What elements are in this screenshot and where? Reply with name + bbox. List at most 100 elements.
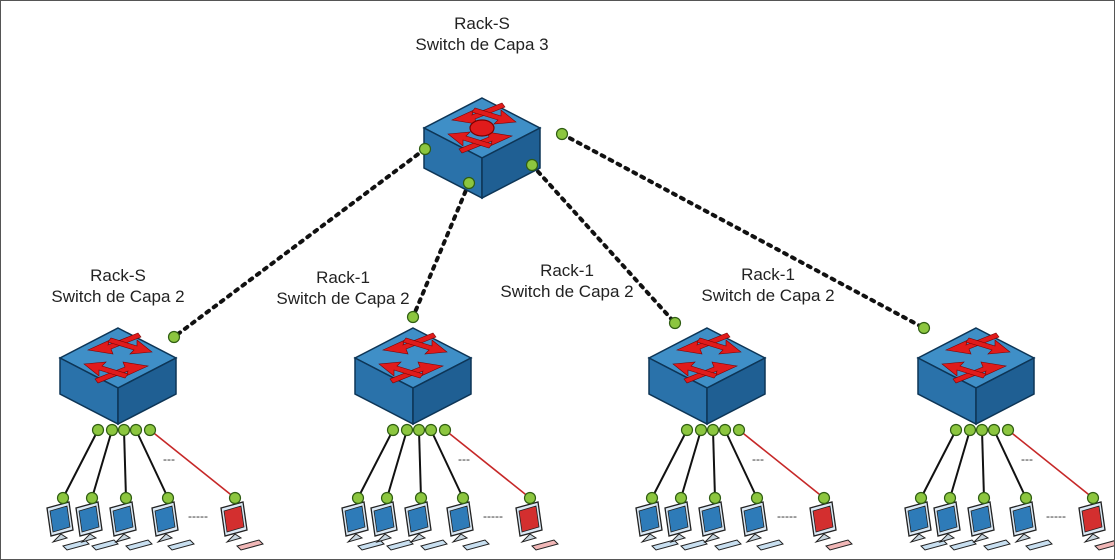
pc-icon: [904, 501, 948, 551]
access-port-dot: [117, 423, 131, 437]
keyboard-icon: [920, 539, 948, 551]
pc-icon: [740, 501, 784, 551]
switch-right-face: [481, 126, 541, 200]
pc-icon: [151, 501, 195, 551]
access-port-dot: [732, 423, 746, 437]
host-port-dot: [119, 491, 133, 505]
access-switch-subtitle: Switch de Capa 2: [500, 282, 634, 301]
access-port-dot: [1001, 423, 1015, 437]
access-port-dot: [694, 423, 708, 437]
switch-right-face: [412, 356, 472, 426]
keyboard-icon: [420, 539, 448, 551]
host-cable: [386, 429, 408, 499]
host-cable: [993, 429, 1027, 499]
ellipsis-mark: -----: [483, 509, 503, 523]
access-port-dot: [386, 423, 400, 437]
access-switch-title: Rack-S: [90, 266, 146, 285]
host-cable: [62, 429, 99, 499]
host-port-dot: [750, 491, 764, 505]
keyboard-icon: [462, 539, 490, 551]
host-cable: [712, 429, 716, 499]
host-port-dot: [708, 491, 722, 505]
ellipsis-mark: ---: [1021, 452, 1033, 466]
access-port-dot: [129, 423, 143, 437]
access-port-dot: [143, 423, 157, 437]
access-port-dot: [718, 423, 732, 437]
keyboard-icon: [62, 539, 90, 551]
access-port-dot: [949, 423, 963, 437]
core-port-dot: [462, 176, 476, 190]
host-layer: [46, 501, 1114, 551]
access-port-dot: [412, 423, 426, 437]
host-port-dot: [161, 491, 175, 505]
host-port-dot: [523, 491, 537, 505]
access-port-dot: [987, 423, 1001, 437]
access-switch-title: Rack-1: [540, 261, 594, 280]
access-layer2-switch: [647, 327, 767, 426]
ellipsis-mark: ---: [752, 452, 764, 466]
pc-icon: [46, 501, 90, 551]
pc-icon: [341, 501, 385, 551]
core-switch-label: Rack-S Switch de Capa 3: [415, 13, 548, 55]
host-cable: [724, 429, 758, 499]
access-port-dot: [91, 423, 105, 437]
pc-icon: [664, 501, 708, 551]
switch-right-face: [117, 356, 177, 426]
host-port-dot: [645, 491, 659, 505]
host-cable: [91, 429, 113, 499]
host-port-dot: [1019, 491, 1033, 505]
access-switch-subtitle: Switch de Capa 2: [701, 286, 835, 305]
pc-icon: [370, 501, 414, 551]
pc-icon: [635, 501, 679, 551]
switch-arrows-icon: [672, 332, 742, 384]
switch-arrows-icon: [378, 332, 448, 384]
pc-icon: [967, 501, 1011, 551]
uplink-dotted-link: [411, 181, 471, 319]
access-switch-title: Rack-1: [741, 265, 795, 284]
access-switch-subtitle: Switch de Capa 2: [51, 287, 185, 306]
host-cable: [1007, 429, 1094, 499]
host-cable: [949, 429, 971, 499]
uplink-port-dot: [917, 321, 931, 335]
core-switch-subtitle: Switch de Capa 3: [415, 35, 549, 54]
pc-icon: [698, 501, 742, 551]
switch-layer: [58, 97, 1036, 426]
pc-icon: [404, 501, 448, 551]
access-port-dot: [424, 423, 438, 437]
access-switch-label-3: Rack-1 Switch de Capa 2: [500, 260, 633, 302]
keyboard-icon: [531, 539, 559, 551]
pc-icon: [1009, 501, 1053, 551]
access-layer2-switch: [353, 327, 473, 426]
ellipsis-mark: ---: [458, 452, 470, 466]
uplink-dotted-link: [560, 132, 926, 330]
access-switch-title: Rack-1: [316, 268, 370, 287]
core-switch-title: Rack-S: [454, 14, 510, 33]
keyboard-icon: [1094, 540, 1114, 551]
host-cable: [651, 429, 688, 499]
keyboard-icon: [714, 539, 742, 551]
keyboard-icon: [949, 539, 977, 551]
host-port-dot: [817, 491, 831, 505]
access-port-dot: [963, 423, 977, 437]
ellipsis-mark: -----: [777, 509, 797, 523]
switch-right-face: [706, 356, 766, 426]
keyboard-icon: [167, 539, 195, 551]
pc-icon: [446, 501, 490, 551]
uplink-port-dot: [668, 316, 682, 330]
ellipsis-mark: -----: [1046, 509, 1066, 523]
host-port-dot: [456, 491, 470, 505]
core-port-dot: [418, 142, 432, 156]
keyboard-icon: [680, 539, 708, 551]
access-layer2-switch: [58, 327, 178, 426]
uplink-port-dot: [167, 330, 181, 344]
host-port-dot: [943, 491, 957, 505]
keyboard-icon: [125, 539, 153, 551]
keyboard-icon: [357, 539, 385, 551]
keyboard-icon: [386, 539, 414, 551]
host-cable: [680, 429, 702, 499]
pc-highlight-icon: [220, 501, 264, 551]
host-cable: [981, 429, 985, 499]
host-cable: [418, 429, 422, 499]
